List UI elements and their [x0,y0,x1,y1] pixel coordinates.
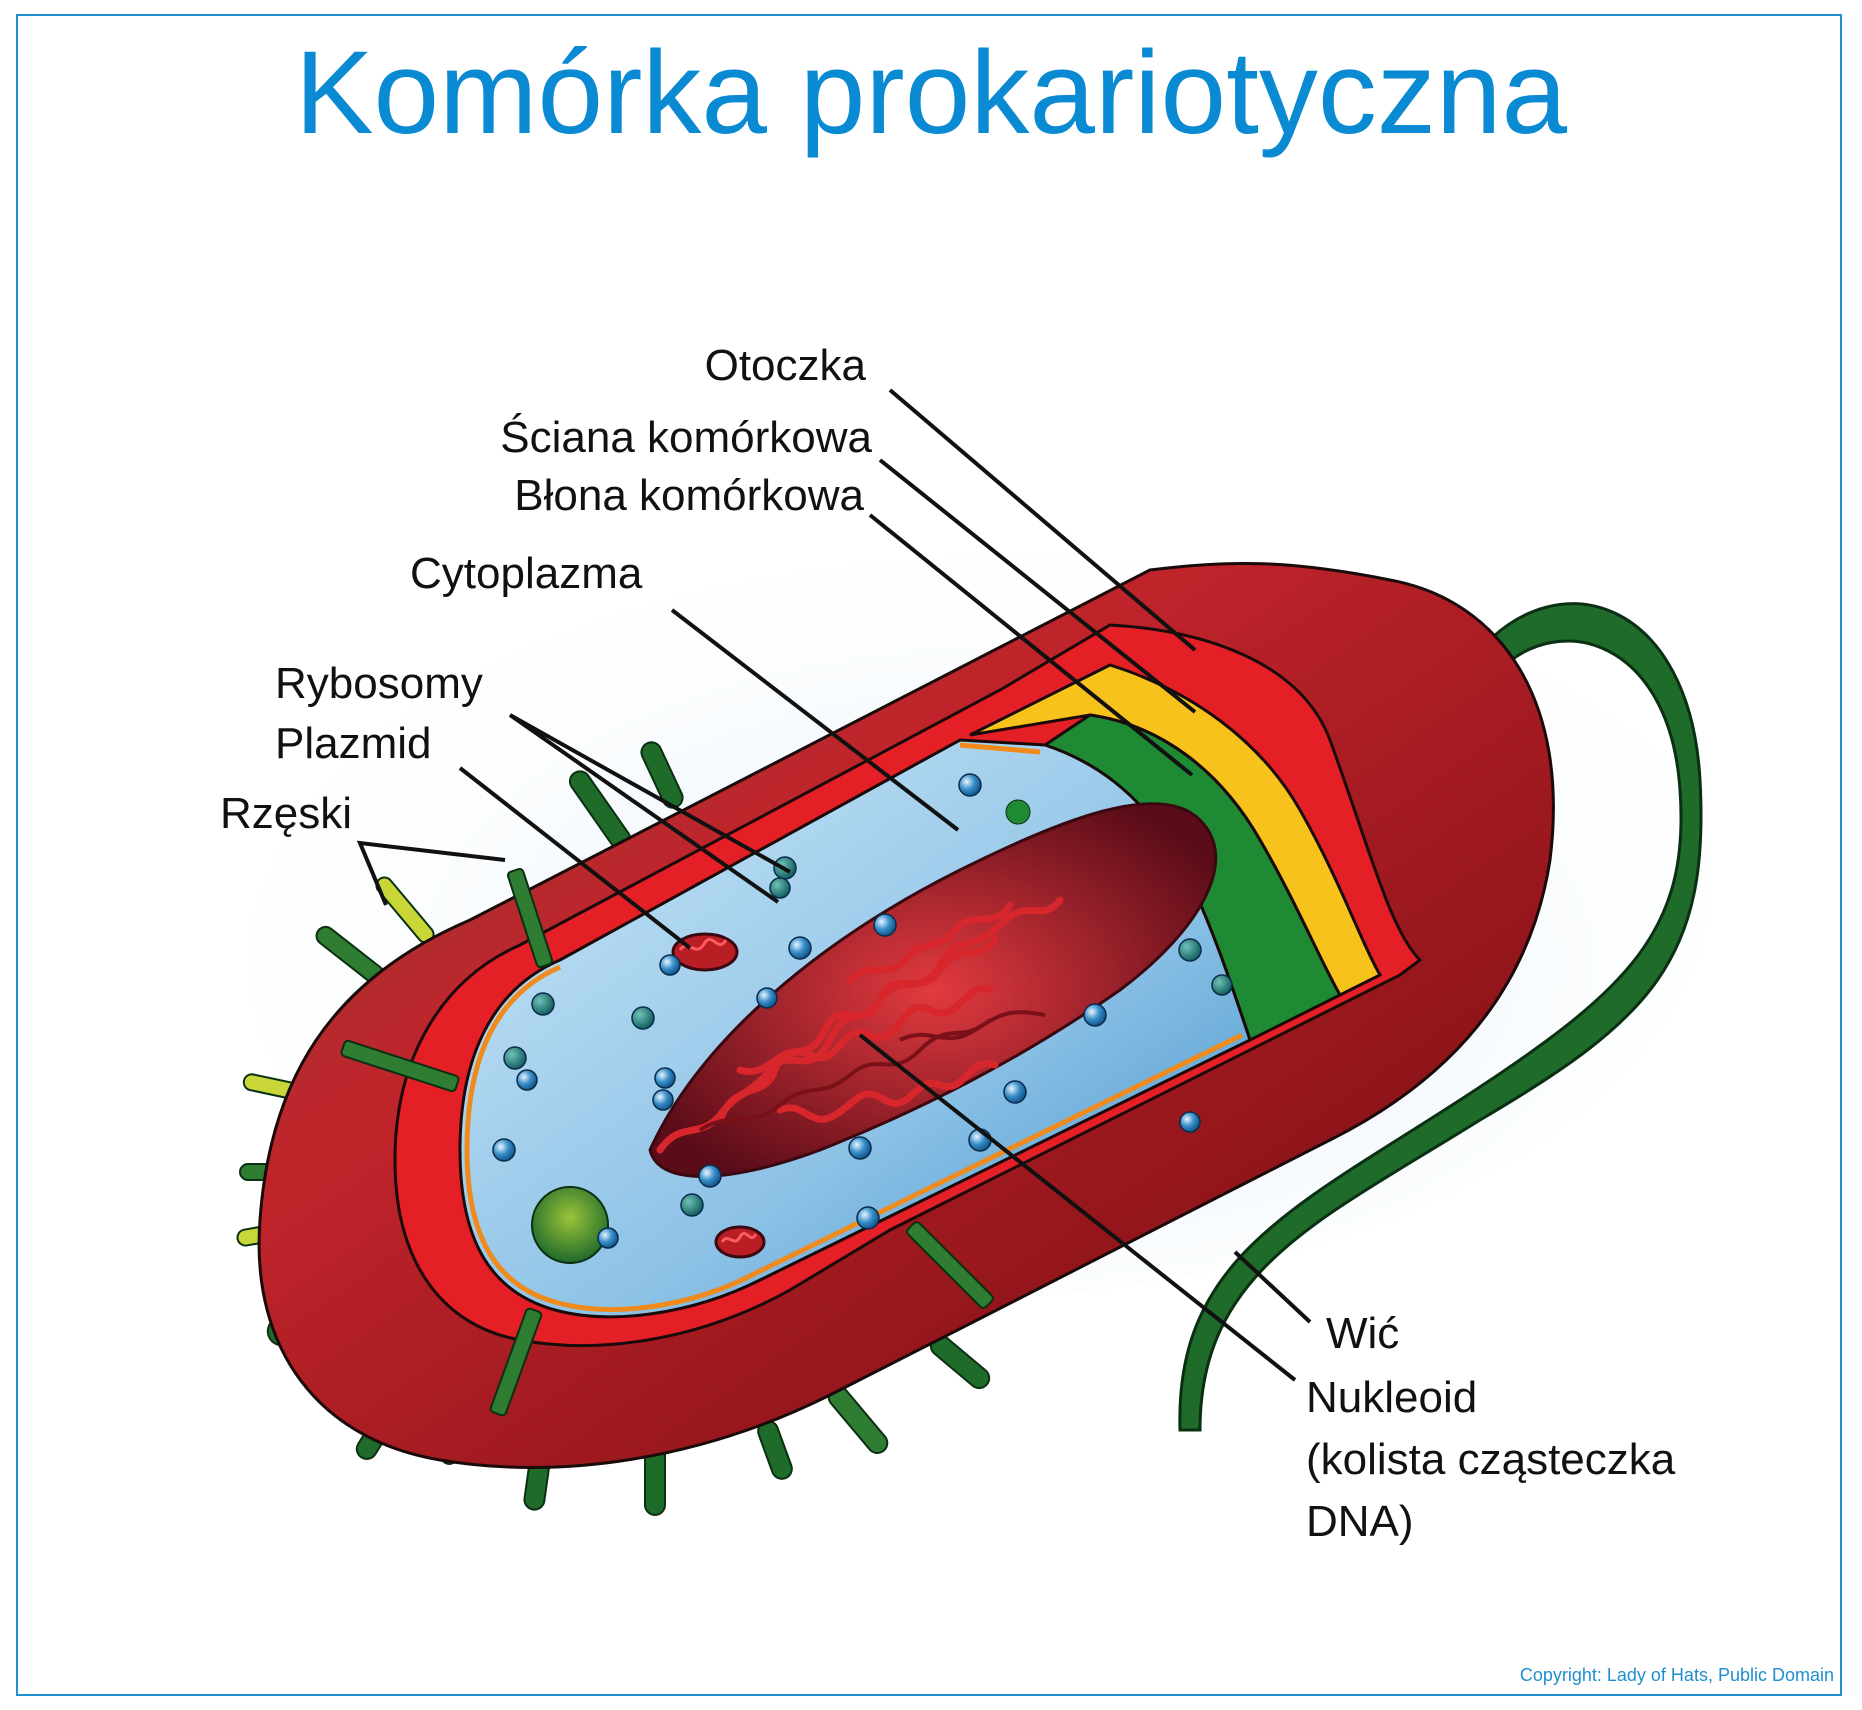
leader-lines [356,388,1312,1382]
leader-plazmid [458,766,692,950]
leader-sciana [878,458,1197,714]
ribosome-large [1005,799,1031,825]
ribosomes [492,773,1233,1249]
label-cytoplazma: Cytoplazma [410,549,643,598]
leader-otoczka [888,388,1197,652]
frame-border [16,14,1842,1696]
label-nukleoid-desc: (kolista cząsteczka [1306,1435,1676,1484]
leader-rzeski [356,840,506,906]
label-sciana-komorkowa: Ściana komórkowa [500,413,872,462]
label-rzeski: Rzęski [220,789,353,838]
membrane-inner-line [464,742,1244,1312]
label-blona-komorkowa: Błona komórkowa [514,471,864,520]
plasmid [671,932,739,972]
label-plazmid: Plazmid [275,719,432,768]
label-rybosomy: Rybosomy [275,659,483,708]
label-nukleoid-dna: DNA) [1306,1497,1414,1546]
leader-cytoplazma [670,608,960,832]
label-wic: Wić [1326,1309,1400,1358]
storage-granule [531,1186,609,1264]
leader-blona [868,513,1194,777]
page-title: Komórka prokariotyczna [294,27,1568,159]
nucleoid [648,802,1218,1178]
leader-nukleoid [858,1033,1297,1382]
label-otoczka: Otoczka [704,341,866,390]
leader-wic [1233,1250,1312,1324]
label-nukleoid: Nukleoid [1306,1373,1478,1422]
plasmid-small [714,1225,766,1259]
flagellum [1178,602,1703,1432]
pili-inner [340,868,994,1417]
leader-rybosomy [508,713,791,904]
copyright-note: Copyright: Lady of Hats, Public Domain [1519,1665,1834,1685]
